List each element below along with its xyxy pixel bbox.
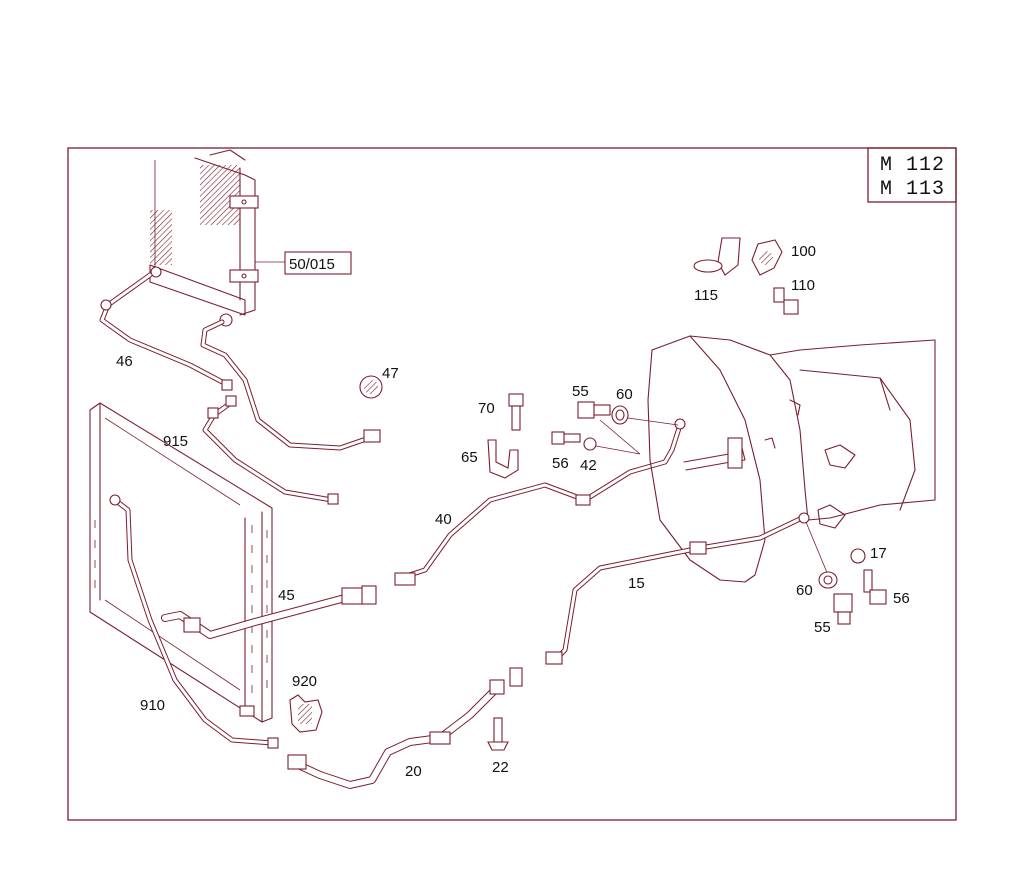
- condenser: [89, 402, 273, 723]
- label-100: 100: [791, 243, 816, 260]
- bolt-110: [773, 287, 799, 315]
- clip-920: [289, 694, 323, 733]
- label-56-upper: 56: [552, 455, 569, 472]
- label-110: 110: [791, 277, 815, 294]
- bolt-56-upper: [551, 431, 581, 445]
- hose-20: [287, 667, 523, 789]
- label-17: 17: [870, 545, 887, 562]
- washer-60-lower: [818, 571, 838, 589]
- clip-100: [751, 239, 783, 276]
- washer-60-upper: [611, 405, 629, 425]
- label-42: 42: [580, 457, 597, 474]
- model-line-1: M 112: [880, 154, 945, 177]
- part-47: [359, 375, 383, 399]
- label-40: 40: [435, 511, 452, 528]
- label-22: 22: [492, 759, 509, 776]
- diagram-frame: [67, 147, 957, 821]
- label-910: 910: [140, 697, 165, 714]
- svg-text:50/015: 50/015: [289, 256, 335, 273]
- label-50-015: 50/015: [255, 251, 352, 275]
- label-15: 15: [628, 575, 645, 592]
- seal-17: [850, 548, 866, 564]
- clamp-65: [487, 439, 519, 479]
- label-60-upper: 60: [616, 386, 633, 403]
- hose-45: [161, 585, 377, 639]
- banjo-bolt-55-upper: [577, 401, 611, 419]
- label-56-lower: 56: [893, 590, 910, 607]
- pipe-40: [394, 418, 686, 586]
- label-20: 20: [405, 763, 422, 780]
- label-915: 915: [163, 433, 188, 450]
- seal-42: [583, 437, 597, 451]
- label-70: 70: [478, 400, 495, 417]
- label-55-upper: 55: [572, 383, 589, 400]
- label-65: 65: [461, 449, 478, 466]
- pipe-910: [109, 494, 279, 749]
- pipe-15: [545, 512, 810, 665]
- label-46: 46: [116, 353, 133, 370]
- model-line-2: M 113: [880, 178, 945, 201]
- label-45: 45: [278, 587, 295, 604]
- radiator: [149, 149, 259, 327]
- hose-upper: [200, 319, 381, 451]
- pipe-915: [202, 395, 339, 505]
- label-920: 920: [292, 673, 317, 690]
- label-115: 115: [694, 287, 718, 304]
- transmission: [647, 335, 936, 583]
- label-55-lower: 55: [814, 619, 831, 636]
- bracket-115: [693, 237, 741, 276]
- bolt-56-lower: [863, 569, 887, 605]
- bolt-70: [508, 393, 524, 431]
- bolt-22: [487, 717, 509, 751]
- pipe-46: [99, 272, 233, 391]
- label-60-lower: 60: [796, 582, 813, 599]
- model-box: M 112 M 113: [867, 147, 957, 203]
- banjo-bolt-55-lower: [833, 593, 853, 625]
- label-47: 47: [382, 365, 399, 382]
